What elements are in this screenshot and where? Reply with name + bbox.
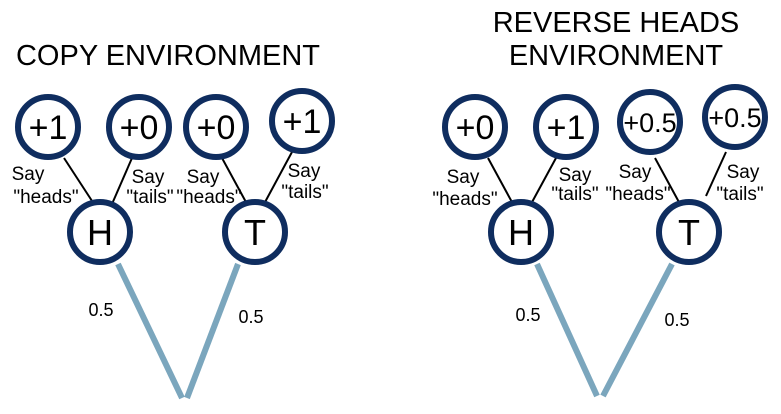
action-label-line-1: Say bbox=[288, 161, 321, 182]
root-branch-heads bbox=[115, 262, 185, 400]
edge-tails-say-heads bbox=[654, 157, 681, 205]
reward-value: +0 bbox=[456, 109, 495, 147]
coin-node-heads-ring bbox=[488, 199, 554, 265]
probability-heads-label: 0.5 bbox=[515, 305, 540, 325]
action-label-heads-say-tails: Say "tails" bbox=[126, 167, 173, 208]
root-branch-tails bbox=[600, 262, 675, 398]
root-branch-tails bbox=[184, 262, 241, 400]
edge-heads-say-heads bbox=[487, 157, 514, 205]
reverse-heads-environment-tree: REVERSE HEADS ENVIRONMENT 0.5 0.5 H T +0 bbox=[432, 7, 768, 398]
action-label-line-1: Say bbox=[559, 165, 592, 186]
reward-node-ring bbox=[106, 94, 172, 160]
action-label-line-2: "tails" bbox=[551, 184, 598, 205]
copy-environment-tree: COPY ENVIRONMENT 0.5 0.5 H T +1 +0 bbox=[12, 40, 335, 400]
action-label-tails-say-heads: Say "heads" bbox=[176, 167, 241, 208]
action-label-line-2: "heads" bbox=[13, 187, 78, 208]
reward-node-heads-say-tails: +0 bbox=[106, 94, 172, 160]
reward-node-ring bbox=[533, 94, 599, 160]
reward-value: +0 bbox=[120, 109, 159, 147]
action-label-line-2: "heads" bbox=[432, 189, 497, 210]
reward-value: +0.5 bbox=[623, 108, 676, 138]
probability-tails-label: 0.5 bbox=[238, 307, 263, 327]
reward-node-heads-say-tails: +1 bbox=[533, 94, 599, 160]
action-label-line-2: "tails" bbox=[126, 187, 173, 208]
action-label-line-1: Say bbox=[727, 162, 760, 183]
edge-heads-say-tails bbox=[111, 157, 133, 205]
root-branch-heads bbox=[534, 262, 600, 398]
edge-tails-say-tails bbox=[705, 151, 727, 197]
action-label-tails-say-heads: Say "heads" bbox=[605, 162, 670, 205]
reward-node-ring bbox=[269, 88, 335, 154]
probability-heads-label: 0.5 bbox=[88, 300, 113, 320]
reward-value: +1 bbox=[547, 109, 586, 147]
coin-node-heads-label: H bbox=[508, 212, 534, 253]
reward-node-tails-say-tails: +1 bbox=[269, 88, 335, 154]
coin-node-tails-ring bbox=[222, 199, 288, 265]
action-label-heads-say-heads: Say "heads" bbox=[12, 164, 79, 208]
reward-node-ring bbox=[442, 94, 508, 160]
reward-node-ring bbox=[702, 84, 768, 150]
reward-node-ring bbox=[15, 94, 81, 160]
coin-node-tails: T bbox=[222, 199, 288, 265]
action-label-line-1: Say bbox=[619, 162, 652, 183]
coin-node-tails-label: T bbox=[244, 212, 266, 253]
edge-heads-say-heads bbox=[63, 157, 95, 205]
action-label-line-1: Say bbox=[132, 167, 165, 188]
reward-node-ring bbox=[183, 94, 249, 160]
action-label-line-2: "tails" bbox=[281, 182, 328, 203]
reward-value: +1 bbox=[29, 109, 68, 147]
reward-value: +1 bbox=[283, 103, 322, 141]
reward-value: +0 bbox=[197, 109, 236, 147]
coin-node-heads: H bbox=[67, 199, 133, 265]
coin-node-tails: T bbox=[656, 199, 722, 265]
edge-heads-say-tails bbox=[530, 157, 557, 205]
coin-node-tails-label: T bbox=[678, 212, 700, 253]
reward-node-heads-say-heads: +1 bbox=[15, 94, 81, 160]
action-label-tails-say-tails: Say "tails" bbox=[281, 161, 328, 203]
reward-value: +0.5 bbox=[708, 103, 761, 133]
coin-node-heads: H bbox=[488, 199, 554, 265]
action-label-tails-say-tails: Say "tails" bbox=[716, 162, 763, 205]
probability-tails-label: 0.5 bbox=[664, 310, 689, 330]
edge-tails-say-heads bbox=[221, 157, 248, 205]
action-label-heads-say-tails: Say "tails" bbox=[551, 165, 598, 205]
action-label-line-2: "heads" bbox=[605, 184, 670, 205]
coin-node-heads-ring bbox=[67, 199, 133, 265]
reward-node-tails-say-heads: +0.5 bbox=[617, 89, 683, 155]
coin-node-heads-label: H bbox=[87, 212, 113, 253]
copy-environment-title: COPY ENVIRONMENT bbox=[16, 40, 320, 72]
action-label-line-1: Say bbox=[187, 167, 220, 188]
coin-node-tails-ring bbox=[656, 199, 722, 265]
reverse-heads-title-line-1: REVERSE HEADS bbox=[493, 7, 740, 39]
reward-node-heads-say-heads: +0 bbox=[442, 94, 508, 160]
action-label-line-2: "tails" bbox=[716, 184, 763, 205]
reward-node-tails-say-heads: +0 bbox=[183, 94, 249, 160]
action-label-line-2: "heads" bbox=[176, 187, 241, 208]
reverse-heads-title-line-2: ENVIRONMENT bbox=[509, 40, 724, 72]
action-label-heads-say-heads: Say "heads" bbox=[432, 167, 497, 210]
action-label-line-1: Say bbox=[12, 164, 45, 185]
edge-tails-say-tails bbox=[263, 151, 293, 205]
reward-node-ring bbox=[617, 89, 683, 155]
reward-node-tails-say-tails: +0.5 bbox=[702, 84, 768, 150]
action-label-line-1: Say bbox=[447, 167, 480, 188]
